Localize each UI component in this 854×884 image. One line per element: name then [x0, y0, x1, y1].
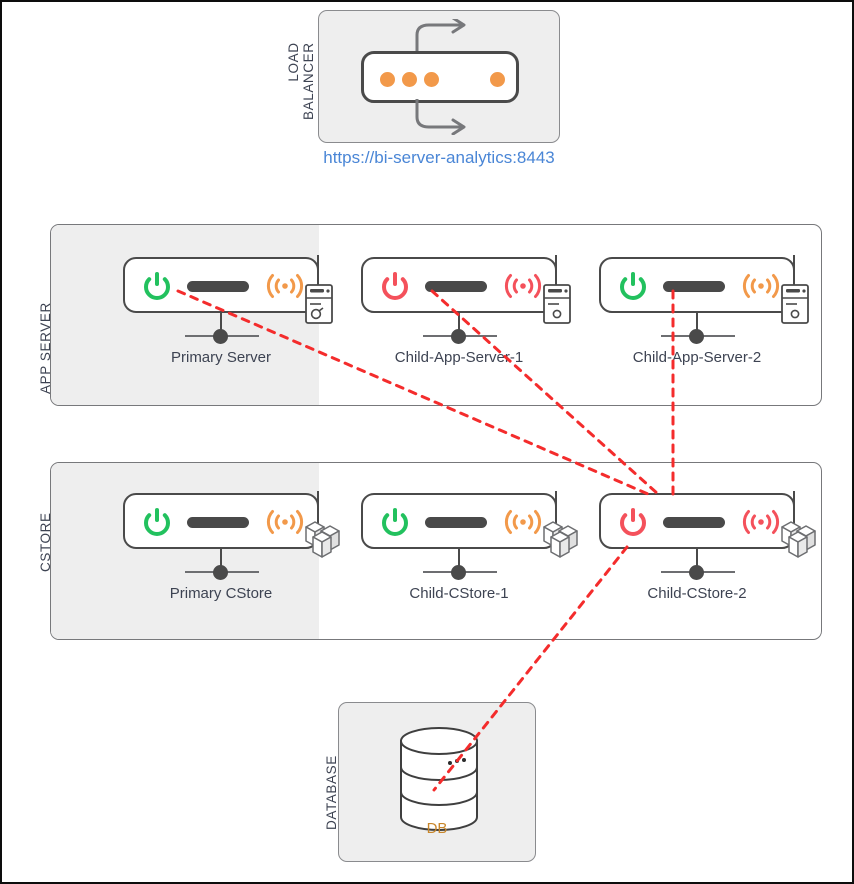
node-label: Child-App-Server-1: [394, 349, 524, 366]
node-body: [599, 257, 795, 313]
node-body: [123, 257, 319, 313]
node-child-cstore-2[interactable]: i Child-CStore-2: [599, 491, 822, 623]
load-balancer-url[interactable]: https://bi-server-analytics:8443: [323, 148, 555, 167]
load-balancer-label-line1: LOAD: [286, 42, 301, 82]
signal-icon: [266, 274, 304, 298]
node-label: Child-App-Server-2: [632, 349, 762, 366]
database-cylinder-icon: [400, 727, 478, 831]
lb-arrow-top-icon: [415, 19, 466, 55]
power-icon: [382, 508, 408, 536]
power-icon: [144, 272, 170, 300]
node-child-cstore-1[interactable]: Child-CStore-1: [361, 491, 593, 623]
cstore-zone: Primary CStore: [50, 462, 822, 640]
lb-dot-2: [402, 72, 417, 87]
load-balancer-label-line2: BALANCER: [301, 42, 316, 120]
status-led: [663, 517, 725, 528]
server-tower-icon: [543, 284, 571, 324]
status-led: [425, 281, 487, 292]
node-knob: [689, 565, 704, 580]
cubes-icon: [543, 521, 578, 558]
power-icon: [620, 272, 646, 300]
node-stem: [696, 549, 699, 572]
node-knob: [689, 329, 704, 344]
database-zone: [338, 702, 536, 862]
node-primary-cstore[interactable]: Primary CStore: [123, 491, 355, 623]
power-icon: [620, 508, 646, 536]
info-badge[interactable]: i: [821, 501, 822, 535]
node-knob: [213, 329, 228, 344]
node-stem: [220, 549, 223, 572]
signal-icon: [266, 510, 304, 534]
node-knob: [451, 565, 466, 580]
lb-arrow-bottom-icon: [415, 99, 466, 135]
lb-dot-1: [380, 72, 395, 87]
status-led: [187, 281, 249, 292]
load-balancer-zone: [318, 10, 560, 143]
server-tower-icon: [781, 284, 809, 324]
node-body: [361, 257, 557, 313]
cubes-icon: [781, 521, 816, 558]
node-child-app-server-2[interactable]: Child-App-Server-2: [599, 255, 821, 387]
cubes-icon: [305, 521, 340, 558]
load-balancer-icon: [361, 51, 519, 103]
node-knob: [451, 329, 466, 344]
status-led: [425, 517, 487, 528]
server-tower-icon: [305, 284, 333, 324]
node-primary-server[interactable]: Primary Server: [123, 255, 355, 387]
node-child-app-server-1[interactable]: Child-App-Server-1: [361, 255, 593, 387]
node-body: [123, 493, 319, 549]
node-body: [361, 493, 557, 549]
status-led: [663, 281, 725, 292]
node-label: Child-CStore-1: [409, 585, 509, 602]
load-balancer-section-label: LOAD BALANCER: [286, 42, 316, 120]
signal-icon: [742, 510, 780, 534]
status-led: [187, 517, 249, 528]
node-stem: [696, 313, 699, 336]
node-label: Primary Server: [170, 349, 271, 366]
lb-dot-3: [424, 72, 439, 87]
db-node-label: DB: [426, 820, 448, 837]
power-icon: [144, 508, 170, 536]
lb-dot-4: [490, 72, 505, 87]
node-body: [599, 493, 795, 549]
signal-icon: [504, 274, 542, 298]
node-label: Primary CStore: [169, 585, 273, 602]
node-label: Child-CStore-2: [647, 585, 747, 602]
database-section-label: DATABASE: [324, 755, 339, 830]
signal-icon: [504, 510, 542, 534]
node-knob: [213, 565, 228, 580]
signal-icon: [742, 274, 780, 298]
power-icon: [382, 272, 408, 300]
app-server-zone: Primary Server: [50, 224, 822, 406]
